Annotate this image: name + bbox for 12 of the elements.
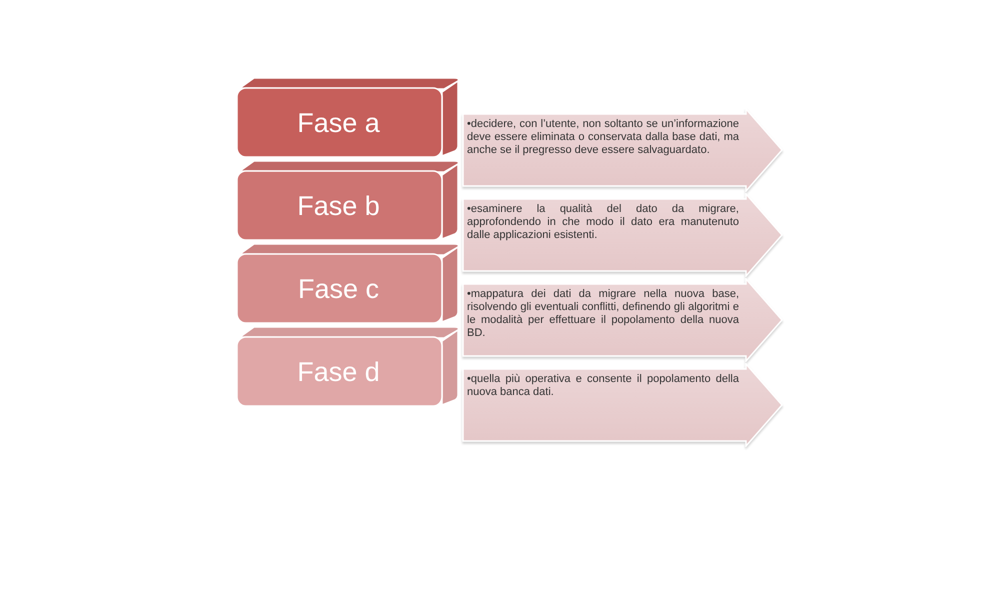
- pointed-banner: [462, 193, 784, 277]
- phase-label: Fase d: [297, 356, 380, 388]
- pointed-banner: [462, 108, 784, 192]
- phase-label: Fase a: [297, 108, 380, 138]
- description-text: •decidere, con l’utente, non soltanto se un’informazione deve essere eliminata o conservata dalla base dati, ma anche se il pregresso deve essere salvaguardato.: [467, 118, 739, 157]
- description-text: •quella più operativa e consente il popolamento della nuova banca dati.: [467, 373, 739, 399]
- pointed-banner: [462, 363, 784, 447]
- phase-label: Fase b: [297, 190, 380, 222]
- pointed-banner: [462, 278, 784, 362]
- description-text: •mappatura dei dati da migrare nella nuova base, risolvendo gli eventuali conflitti, definendo gli algoritmi e le modalità per effettuare il popolamento della nuova BD.: [467, 288, 739, 340]
- description-text: •esaminere la qualità del dato da migrare, approfondendo in che modo il dato era manutenuto dalle applicazioni esistenti.: [467, 203, 739, 242]
- phase-label: Fase c: [298, 274, 380, 304]
